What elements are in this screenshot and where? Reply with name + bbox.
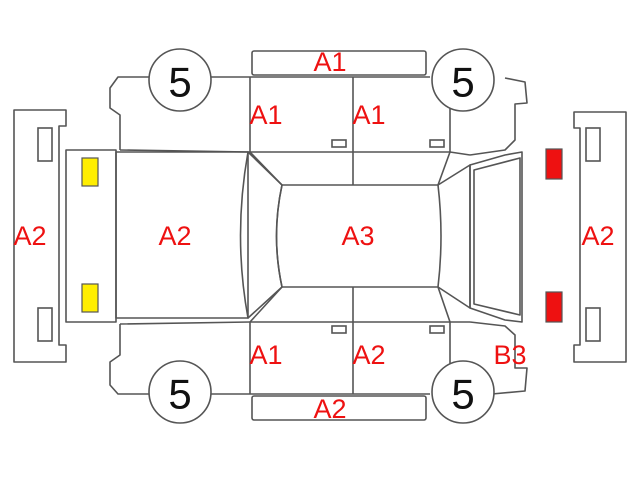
wheel-bottom-right[interactable]: 5 xyxy=(431,360,495,424)
wheel-bottom-right-count: 5 xyxy=(451,371,474,418)
wheel-bottom-left[interactable]: 5 xyxy=(148,360,212,424)
wheel-bottom-left-count: 5 xyxy=(168,371,191,418)
code-roof: A3 xyxy=(341,221,374,251)
code-left-front-door: A1 xyxy=(249,100,282,130)
code-right-rear-quarter: B3 xyxy=(493,340,526,370)
wheel-top-right[interactable]: 5 xyxy=(431,48,495,112)
headlight-left xyxy=(81,157,99,187)
wheel-top-left-count: 5 xyxy=(168,59,191,106)
roof-rail-bottom[interactable] xyxy=(251,395,427,421)
car-body xyxy=(65,76,528,395)
front-bumper[interactable] xyxy=(13,109,67,363)
headlight-right xyxy=(81,283,99,313)
taillight-left xyxy=(545,148,563,180)
code-right-front-door: A1 xyxy=(249,340,282,370)
taillight-right xyxy=(545,291,563,323)
code-roof-bottom: A2 xyxy=(313,394,346,424)
wheel-top-left[interactable]: 5 xyxy=(148,48,212,112)
code-right-rear-door: A2 xyxy=(352,340,385,370)
rear-bumper[interactable] xyxy=(573,111,627,363)
wheel-top-right-count: 5 xyxy=(451,59,474,106)
roof-rail-top[interactable] xyxy=(251,50,427,76)
code-roof-top: A1 xyxy=(313,47,346,77)
code-front-bumper: A2 xyxy=(13,221,46,251)
code-left-rear-door: A1 xyxy=(352,100,385,130)
code-hood: A2 xyxy=(158,221,191,251)
code-rear-bumper: A2 xyxy=(581,221,614,251)
